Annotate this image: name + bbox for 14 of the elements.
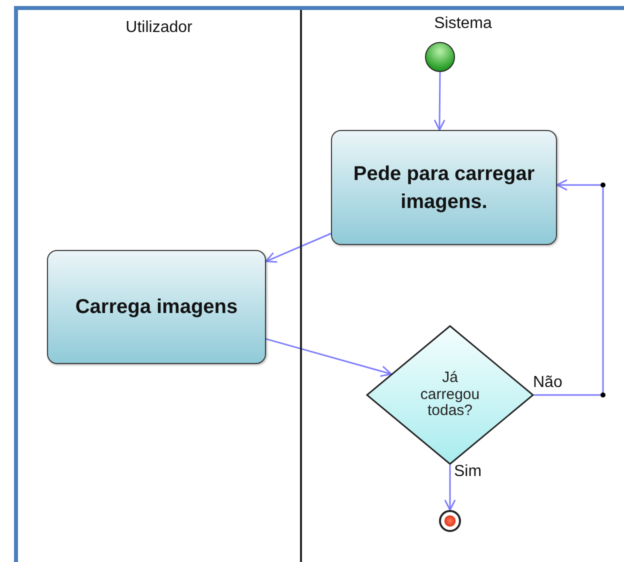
initial-node <box>425 42 455 72</box>
activity-label: Carrega imagens <box>74 295 239 320</box>
flow-arrow <box>265 232 332 263</box>
lane-heading: Utilizador <box>124 19 194 37</box>
flow-arrow <box>266 338 392 377</box>
activity-box <box>47 250 266 364</box>
final-node <box>439 510 461 532</box>
decision-label: Já carregou todas? <box>419 370 481 420</box>
activity-box <box>331 130 557 245</box>
flow-arrow <box>444 465 456 511</box>
flow-arrow <box>434 72 446 131</box>
activity-label: Pede para carregar imagens. <box>352 162 536 214</box>
flow-arrow <box>534 179 606 398</box>
lane-heading: Sistema <box>433 15 493 33</box>
